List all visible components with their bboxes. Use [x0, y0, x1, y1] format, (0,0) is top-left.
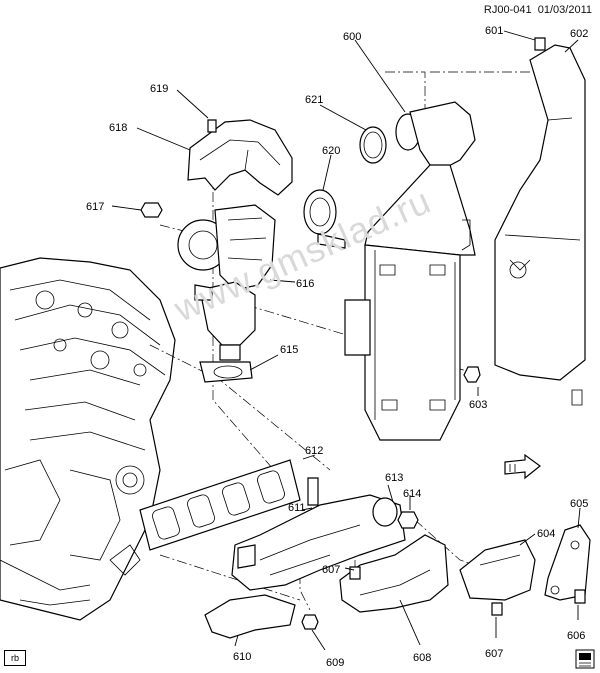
callout-618: 618: [109, 122, 127, 134]
nut-617: [140, 202, 163, 218]
callout-608: 608: [413, 652, 431, 664]
diagram-header: RJ00-041 01/03/2011: [484, 4, 592, 16]
callout-619: 619: [150, 83, 168, 95]
bolt-606: [574, 589, 586, 604]
seal-ring: [359, 126, 387, 164]
converter-heat-shield: [494, 44, 586, 406]
manual-book-icon: [575, 649, 595, 669]
callout-616: 616: [296, 278, 314, 290]
turbocharger: [177, 204, 276, 361]
exhaust-manifold: [231, 494, 406, 591]
callout-600: 600: [343, 31, 361, 43]
callout-606: 606: [567, 630, 585, 642]
callout-605: 605: [570, 498, 588, 510]
manifold-heat-shield: [339, 534, 449, 613]
callout-609: 609: [326, 657, 344, 669]
callout-601: 601: [485, 25, 503, 37]
converter-gasket: [303, 189, 346, 249]
turbo-heat-shield: [187, 119, 293, 196]
leader-lines: [111, 30, 581, 651]
region-badge: rb: [4, 650, 26, 666]
callout-611: 611: [288, 502, 306, 514]
callout-621: 621: [305, 94, 323, 106]
callout-617: 617: [86, 201, 104, 213]
callout-607-a: 607: [322, 564, 340, 576]
shield-bolt-619: [207, 119, 217, 133]
bracket-604: [459, 539, 536, 601]
callout-604: 604: [537, 528, 555, 540]
bracket-610: [204, 594, 296, 639]
nut-614: [397, 511, 419, 529]
callout-labels: 600 601 602 603 604 605 606 607 607 608 …: [86, 25, 588, 669]
callout-610: 610: [233, 651, 251, 663]
callout-613: 613: [385, 472, 403, 484]
diagram-date: 01/03/2011: [537, 4, 592, 16]
engine-block: [0, 257, 176, 621]
callout-620: 620: [322, 145, 340, 157]
catalytic-converter: [344, 101, 476, 441]
nut-603: [463, 366, 481, 383]
callout-612: 612: [305, 445, 323, 457]
diagram-code: RJ00-041: [483, 4, 532, 16]
exhaust-manifold-gasket: [139, 459, 301, 551]
front-direction-arrow: [504, 453, 541, 480]
bracket-605: [544, 524, 591, 601]
turbo-gasket: [199, 361, 253, 383]
callout-607-b: 607: [485, 648, 503, 660]
callout-602: 602: [570, 28, 588, 40]
bolt-607-b: [491, 602, 503, 616]
callout-614: 614: [403, 488, 421, 500]
stud-611: [307, 477, 319, 506]
callout-615: 615: [280, 344, 298, 356]
bolt-607: [349, 566, 361, 580]
shield-bolt-601: [534, 37, 546, 51]
bolt-609: [301, 614, 319, 630]
callout-603: 603: [469, 399, 487, 411]
